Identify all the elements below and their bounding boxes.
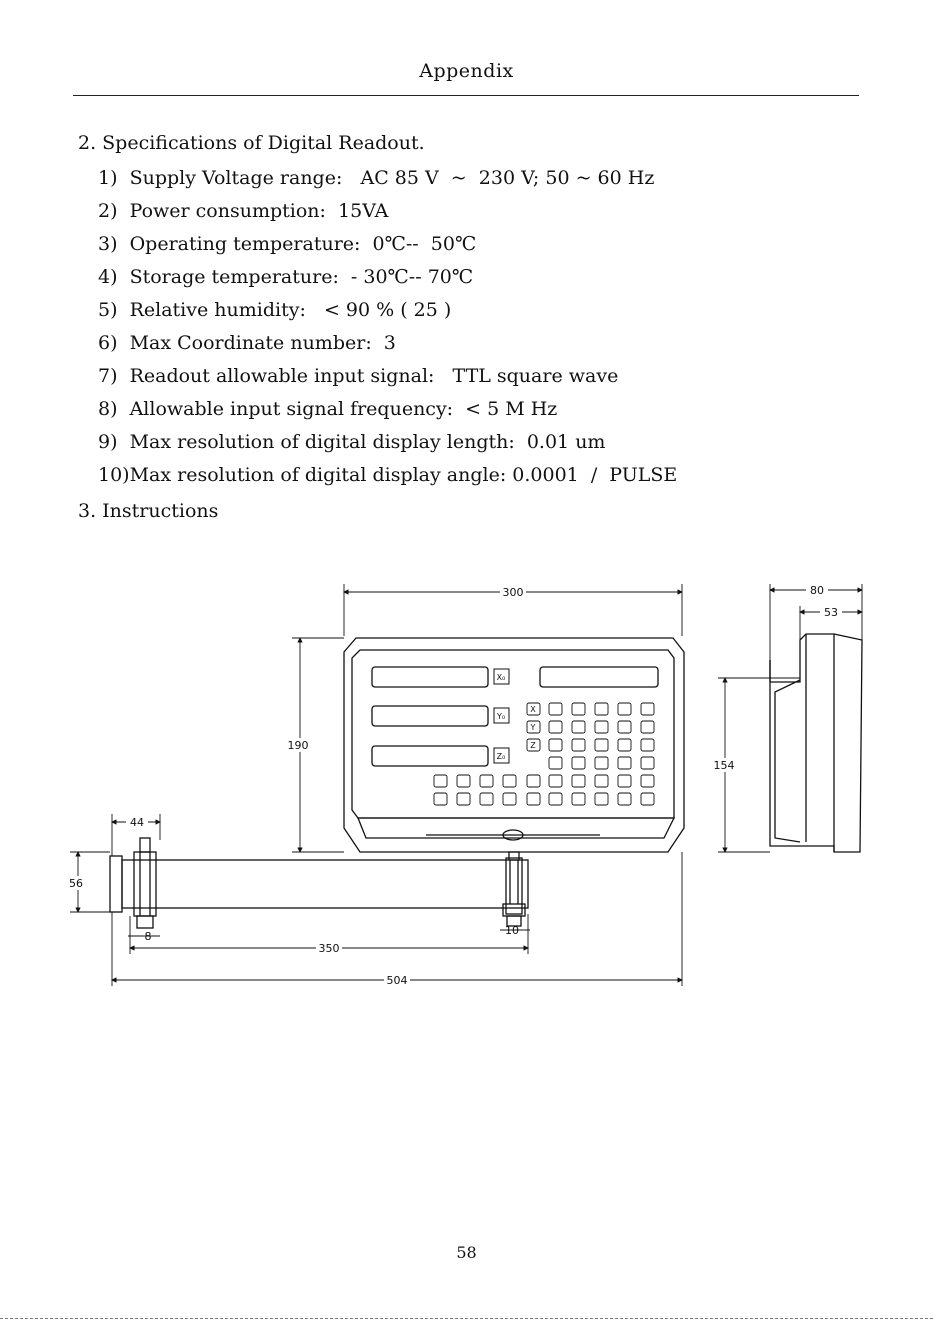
- spec-item: 9) Max resolution of digital display len…: [98, 431, 606, 453]
- keypad-key: [594, 792, 609, 806]
- keypad-key: [617, 702, 632, 716]
- keypad-key: [594, 756, 609, 770]
- keypad-key: [640, 720, 655, 734]
- keypad-key: [571, 702, 586, 716]
- spec-item: 3) Operating temperature: 0℃-- 50℃: [98, 233, 477, 255]
- axis-zero-button-y: Y₀: [496, 712, 505, 721]
- keypad-key: [479, 792, 494, 806]
- keypad-key: [617, 720, 632, 734]
- footer-rule: [0, 1318, 933, 1320]
- spec-item: 8) Allowable input signal frequency: < 5…: [98, 398, 558, 420]
- dim-height-154: 154: [714, 759, 735, 772]
- keypad-key: [548, 792, 563, 806]
- keypad-key: [548, 702, 563, 716]
- keypad-key: [548, 774, 563, 788]
- spec-list: 1) Supply Voltage range: AC 85 V ~ 230 V…: [98, 164, 677, 494]
- spec-item: 5) Relative humidity: < 90 % ( 25 ): [98, 299, 452, 321]
- keypad-key: [502, 774, 517, 788]
- keypad-key: [571, 720, 586, 734]
- keypad-key: [640, 756, 655, 770]
- axis-button-labels: X₀ Y₀ Z₀: [496, 673, 505, 761]
- keypad-key: [526, 792, 541, 806]
- keypad-key: [617, 738, 632, 752]
- dim-arm-56: 56: [69, 877, 83, 890]
- axis-zero-button-z: Z₀: [497, 752, 506, 761]
- keypad-key: [526, 720, 541, 734]
- axis-key-y: Y: [530, 723, 536, 732]
- keypad-key: [594, 774, 609, 788]
- axis-zero-button-x: X₀: [497, 673, 506, 682]
- dim-arm-44: 44: [130, 816, 144, 829]
- keypad-key: [526, 774, 541, 788]
- keypad-key: [617, 792, 632, 806]
- header-rule: [73, 95, 859, 96]
- front-view: [343, 637, 685, 853]
- keypad-key: [548, 756, 563, 770]
- keypad-key: [571, 738, 586, 752]
- side-view: [769, 633, 863, 853]
- axis-key-labels: X Y Z: [530, 705, 537, 750]
- spec-item: 6) Max Coordinate number: 3: [98, 332, 396, 354]
- keypad-key: [433, 774, 448, 788]
- keypad-key: [479, 774, 494, 788]
- keypad-key: [548, 738, 563, 752]
- keypad-key: [640, 702, 655, 716]
- keypad-key: [571, 756, 586, 770]
- keypad-key: [433, 792, 448, 806]
- axis-key-z: Z: [530, 741, 536, 750]
- keypad-key: [456, 792, 471, 806]
- dim-width-300: 300: [503, 586, 524, 599]
- axis-key-x: X: [530, 705, 536, 714]
- keypad-key: [548, 720, 563, 734]
- page-number: 58: [456, 1243, 477, 1262]
- keypad-key: [594, 720, 609, 734]
- keypad-key: [571, 774, 586, 788]
- keypad-key: [640, 774, 655, 788]
- keypad-key: [617, 774, 632, 788]
- keypad-key: [617, 756, 632, 770]
- keypad-key: [502, 792, 517, 806]
- keypad-key: [594, 738, 609, 752]
- keypad-key: [526, 738, 541, 752]
- spec-item: 10)Max resolution of digital display ang…: [98, 464, 678, 486]
- dim-bolt-10: 10: [505, 924, 519, 937]
- dimension-drawing: X₀ Y₀ Z₀ X Y Z: [66, 583, 863, 987]
- spec-item: 1) Supply Voltage range: AC 85 V ~ 230 V…: [98, 167, 655, 189]
- page-header-title: Appendix: [419, 60, 514, 82]
- keypad-key: [571, 792, 586, 806]
- spec-item: 4) Storage temperature: - 30℃-- 70℃: [98, 266, 474, 288]
- dim-total-504: 504: [387, 974, 408, 987]
- dimension-lines: [70, 584, 863, 986]
- keypad-key: [640, 792, 655, 806]
- dim-depth-80: 80: [810, 584, 824, 597]
- dim-arm-350: 350: [319, 942, 340, 955]
- keypad-key: [526, 702, 541, 716]
- dimension-labels: 300 190 80 53 154 44 56 8 10 350 504: [66, 583, 842, 987]
- dim-height-190: 190: [288, 739, 309, 752]
- spec-item: 7) Readout allowable input signal: TTL s…: [98, 365, 619, 387]
- keypad-key: [456, 774, 471, 788]
- spec-item: 2) Power consumption: 15VA: [98, 200, 389, 222]
- specs-heading: 2. Specifications of Digital Readout.: [78, 132, 425, 154]
- mounting-arm: [109, 837, 529, 929]
- instructions-heading: 3. Instructions: [78, 500, 219, 522]
- keypad-key: [640, 738, 655, 752]
- dim-bolt-8: 8: [145, 930, 152, 943]
- keypad-key: [594, 702, 609, 716]
- dim-depth-53: 53: [824, 606, 838, 619]
